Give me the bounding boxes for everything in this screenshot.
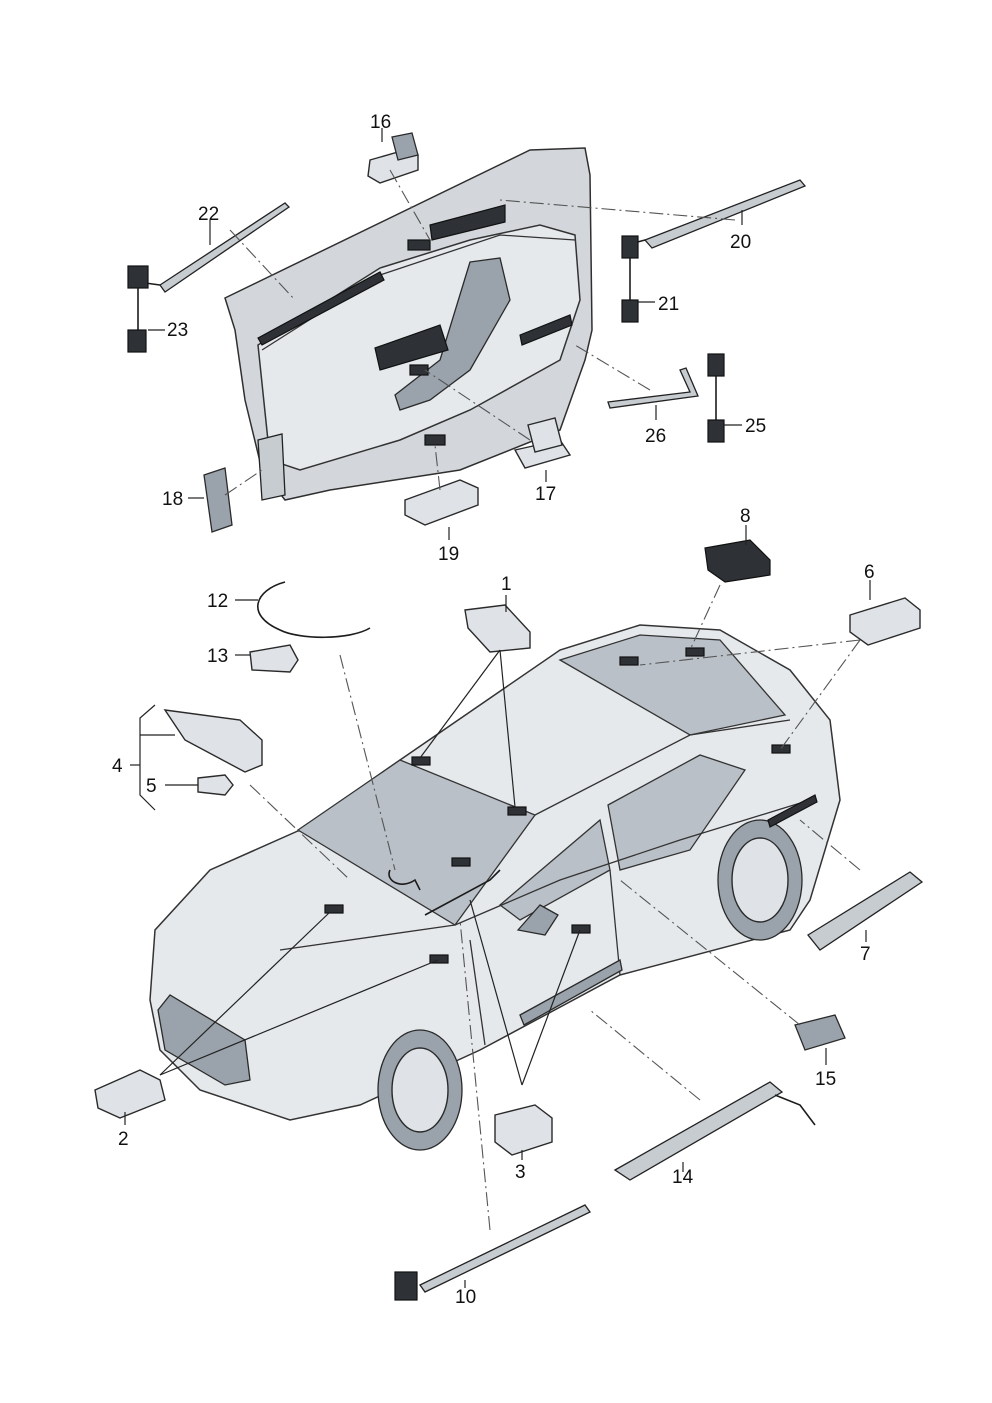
part-21-harness bbox=[621, 235, 639, 323]
footwell-lamp-mark bbox=[409, 364, 429, 376]
part-17-lamp bbox=[513, 417, 572, 469]
side-mirror bbox=[516, 904, 559, 936]
callout-18: 18 bbox=[162, 489, 183, 510]
panoramic-roof bbox=[558, 634, 787, 736]
callout-15: 15 bbox=[815, 1069, 836, 1090]
part-16-switch bbox=[367, 132, 419, 184]
callout-3: 3 bbox=[515, 1162, 526, 1183]
callout-labels: 1 2 3 4 5 6 7 8 10 12 13 14 15 16 17 18 … bbox=[112, 112, 875, 1308]
callout-21: 21 bbox=[658, 294, 679, 315]
callout-23: 23 bbox=[167, 320, 188, 341]
assignment-lines bbox=[224, 169, 861, 1231]
callout-13: 13 bbox=[207, 646, 228, 667]
part-25-harness bbox=[707, 353, 725, 443]
part-13-connector bbox=[249, 644, 299, 673]
part-14-sill-strip bbox=[613, 1081, 816, 1181]
front-grille bbox=[157, 994, 251, 1086]
part-23-harness bbox=[127, 288, 147, 353]
part-2-lamp bbox=[94, 1069, 166, 1119]
part-7-light-strip bbox=[807, 871, 924, 951]
part-12-wire-loop bbox=[257, 581, 371, 639]
callout-12: 12 bbox=[207, 591, 228, 612]
part-20-light-guide bbox=[629, 179, 807, 249]
callout-22: 22 bbox=[198, 204, 219, 225]
callout-10: 10 bbox=[455, 1287, 476, 1308]
rear-side-window bbox=[607, 754, 747, 871]
callout-2: 2 bbox=[118, 1129, 129, 1150]
callout-14: 14 bbox=[672, 1167, 694, 1188]
part-10-light-strip bbox=[394, 1204, 591, 1301]
callout-4: 4 bbox=[112, 756, 123, 777]
part-6-lamp bbox=[849, 597, 921, 646]
part-8-lamp bbox=[704, 539, 771, 583]
part-19-lamp bbox=[404, 479, 479, 526]
callout-7: 7 bbox=[860, 944, 871, 965]
callout-8: 8 bbox=[740, 506, 751, 527]
callout-25: 25 bbox=[745, 416, 766, 437]
callout-1: 1 bbox=[501, 574, 512, 595]
callout-26: 26 bbox=[645, 426, 666, 447]
callout-20: 20 bbox=[730, 232, 751, 253]
car-body bbox=[149, 624, 841, 1151]
part-4-lamp-housing bbox=[163, 709, 263, 773]
part-3-lamp bbox=[494, 1104, 553, 1156]
leader-lines bbox=[124, 128, 871, 1288]
callout-16: 16 bbox=[370, 112, 391, 133]
callout-5: 5 bbox=[146, 776, 157, 797]
part-26-light-strip bbox=[607, 367, 699, 409]
callout-17: 17 bbox=[535, 484, 556, 505]
part-22-light-strip bbox=[127, 202, 291, 293]
callout-19: 19 bbox=[438, 544, 459, 565]
door-sill-trim bbox=[519, 959, 623, 1026]
door-trim-panel bbox=[224, 147, 593, 501]
part-1-interior-lamp bbox=[464, 604, 531, 653]
callout-6: 6 bbox=[864, 562, 875, 583]
part-5-bulb bbox=[197, 774, 234, 796]
part-18-reflector bbox=[203, 467, 233, 533]
part-15-lamp bbox=[794, 1014, 846, 1051]
